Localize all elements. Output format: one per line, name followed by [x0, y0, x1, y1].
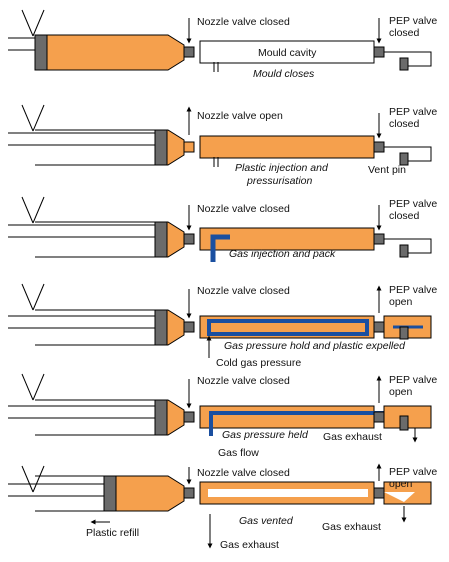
gas-flow-label: Gas flow — [218, 447, 259, 459]
mould-cavity — [199, 405, 375, 429]
barrel — [8, 309, 168, 346]
gas-bubble — [207, 319, 369, 336]
piston — [103, 475, 117, 512]
piston — [154, 129, 168, 166]
pep-valve-state: open — [389, 296, 413, 308]
plastic-refill-label: Plastic refill — [86, 527, 139, 539]
stage-1: Nozzle valve closed PEP valve closed Mou… — [8, 9, 437, 80]
stage-2: Nozzle valve open PEP valve closed Plast… — [8, 104, 437, 187]
pep-valve-label: PEP valve — [389, 374, 437, 386]
pep-valve-state: open — [389, 386, 413, 398]
gas-exhaust-label: Gas exhaust — [323, 431, 382, 443]
plastic-melt — [166, 309, 185, 346]
pep-valve-state: closed — [389, 118, 420, 130]
plastic-melt — [166, 399, 185, 436]
plastic-melt — [115, 475, 185, 512]
mould-parting-line — [213, 62, 219, 72]
barrel — [8, 221, 168, 258]
hopper — [21, 373, 45, 401]
gas-bubble — [210, 234, 230, 262]
overflow-loop — [384, 238, 432, 254]
vent-pin — [399, 326, 409, 340]
plastic-melt — [46, 34, 185, 71]
pep-valve-label: PEP valve — [389, 106, 437, 118]
hopper — [21, 9, 45, 37]
vent-pin — [399, 415, 409, 431]
mould-cavity — [199, 135, 375, 159]
piston — [154, 399, 168, 436]
nozzle-valve — [183, 321, 195, 333]
pep-valve-state: closed — [389, 210, 420, 222]
nozzle-valve — [183, 487, 195, 499]
stage-5: Nozzle valve closed PEP valve open Gas p… — [8, 373, 437, 459]
overflow-loop — [384, 146, 432, 162]
gas-channel — [209, 411, 404, 436]
pep-valve-label: PEP valve — [389, 15, 437, 27]
stage-6: Nozzle valve closed PEP valve open Gas v… — [8, 463, 437, 551]
barrel — [8, 129, 168, 166]
piston — [34, 34, 48, 71]
pep-valve — [373, 411, 385, 423]
pep-valve-label: PEP valve — [389, 284, 437, 296]
hopper — [21, 465, 45, 493]
nozzle-valve-label: Nozzle valve closed — [197, 467, 290, 479]
stage-caption: Gas injection and pack — [229, 248, 336, 260]
pep-valve — [373, 233, 385, 245]
hopper — [21, 196, 45, 224]
stage-caption: Mould closes — [253, 68, 315, 80]
pep-valve — [373, 487, 385, 499]
overflow-loop — [384, 51, 432, 67]
pep-valve-label: PEP valve — [389, 466, 437, 478]
pep-valve-state: closed — [389, 27, 420, 39]
nozzle-valve-label: Nozzle valve closed — [197, 285, 290, 297]
nozzle-valve-label: Nozzle valve closed — [197, 203, 290, 215]
plastic-melt — [166, 221, 185, 258]
piston — [154, 309, 168, 346]
hollow-core — [208, 489, 368, 497]
nozzle-valve — [183, 46, 195, 58]
nozzle-valve — [183, 141, 195, 153]
hopper — [21, 283, 45, 311]
vented-channel — [384, 492, 415, 502]
piston — [154, 221, 168, 258]
plastic-melt — [166, 129, 185, 166]
stage-caption: Gas pressure held — [222, 429, 309, 441]
barrel — [8, 399, 168, 436]
pep-valve-state: open — [389, 478, 413, 490]
stage-caption: Gas vented — [239, 515, 294, 527]
cold-gas-label: Cold gas pressure — [216, 357, 301, 369]
vent-pin-label: Vent pin — [368, 164, 406, 176]
stage-3: Nozzle valve closed PEP valve closed Gas… — [8, 196, 437, 262]
vent-pin — [399, 57, 409, 71]
pep-valve — [373, 141, 385, 153]
mould-cavity-label: Mould cavity — [258, 47, 317, 59]
nozzle-valve — [183, 233, 195, 245]
nozzle-valve — [183, 411, 195, 423]
stage-caption: Plastic injection and — [235, 162, 329, 174]
nozzle-valve-label: Nozzle valve closed — [197, 16, 290, 28]
gas-exhaust-bottom-label: Gas exhaust — [220, 539, 279, 551]
vent-pin — [399, 152, 409, 166]
stage-caption: Gas pressure hold and plastic expelled — [224, 340, 406, 352]
stage-4: Nozzle valve closed PEP valve open Gas p… — [8, 283, 437, 369]
stage-caption-line-2: pressurisation — [246, 175, 313, 187]
nozzle-valve-label: Nozzle valve open — [197, 110, 283, 122]
pep-valve-label: PEP valve — [389, 198, 437, 210]
pep-valve — [373, 321, 385, 333]
nozzle-valve-label: Nozzle valve closed — [197, 375, 290, 387]
vent-pin — [399, 244, 409, 258]
pep-valve — [373, 46, 385, 58]
mould-parting-line — [213, 157, 219, 167]
hopper — [21, 104, 45, 132]
gas-exhaust-label: Gas exhaust — [322, 521, 381, 533]
